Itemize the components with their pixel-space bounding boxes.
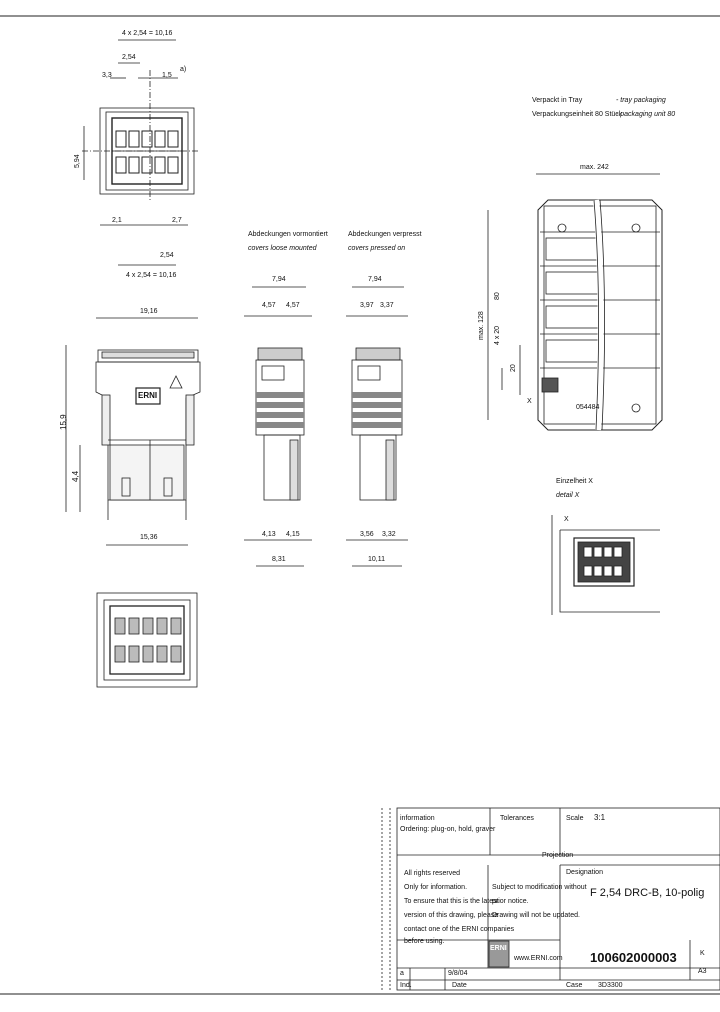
tb-case-value: 3D3300 [598,982,623,989]
tb-tolerances: Tolerances [500,815,534,822]
unmounted-dim-left: 4,57 [262,302,276,309]
front-dim-pitch: 2,54 [160,252,174,259]
tb-designation: F 2,54 DRC-B, 10-polig [590,887,705,899]
front-dim-total: 4 x 2,54 = 10,16 [126,272,177,279]
tb-rev-idx: Ind. [400,982,412,989]
tray-view [487,173,663,431]
bottom-view [96,592,198,688]
pressed-dim-b-total: 10,11 [368,556,385,563]
top-dim-bottom-left: 2,1 [112,217,122,224]
top-dim-height: 5,94 [74,154,81,168]
top-dim-total: 4 x 2,54 = 10,16 [122,30,173,37]
pressed-title-de: Abdeckungen verpresst [348,231,422,238]
front-view [65,264,201,546]
tb-case-label: Case [566,982,583,989]
front-dim-height: 15,9 [59,414,68,430]
tb-rev-date: 9/8/04 [448,970,468,977]
tb-part-number: 100602000003 [590,950,677,965]
unmounted-dim-b-total: 8,31 [272,556,286,563]
side-view-unmounted [244,286,312,567]
tb-sheet-a: A3 [698,968,707,975]
unmounted-title-en: covers loose mounted [248,245,317,252]
tb-website: www.ERNI.com [514,955,563,962]
unmounted-title-de: Abdeckungen vormontiert [248,231,328,238]
front-dim-bottom: 15,36 [140,534,158,541]
tray-pack-en-1: - tray packaging [616,97,666,104]
unmounted-dim-b-left: 4,13 [262,531,276,538]
pressed-dim-right: 3,37 [380,302,394,309]
tray-dim-rows: 4 x 20 [494,325,501,345]
tb-subject-2: prior notice. [492,898,529,905]
top-dim-pitch: 2,54 [122,54,136,61]
tray-pack-de-1: Verpackt in Tray [532,97,583,104]
tb-subject-1: Subject to modification without [492,884,587,891]
tray-pack-en-2: - packaging unit 80 [616,111,676,118]
top-label-a: a) [180,66,187,73]
tb-projection: Projection [542,852,574,859]
tb-sheet-k: K [700,950,705,957]
detail-x-view [551,515,660,615]
tray-label-x: X [527,398,532,405]
pressed-dim-top: 7,94 [368,276,382,283]
tb-rights-3: To ensure that this is the latest [404,898,499,905]
detail-title-en: detail X [556,492,580,499]
tb-subject-3: Drawing will not be updated. [492,912,580,919]
title-block [381,807,720,991]
detail-title-de: Einzelheit X [556,478,593,485]
tray-dim-max-height: max. 128 [478,311,485,340]
detail-label-x: X [564,516,569,523]
tb-rights-4: version of this drawing, please [404,912,499,919]
side-view-pressed [346,286,408,567]
tb-rights-5: contact one of the ERNI companies [404,926,515,933]
tb-ordering: Ordering: plug-on, hold, graver [400,826,496,833]
unmounted-dim-b-right: 4,15 [286,531,300,538]
tray-dim-20: 20 [510,364,517,372]
tb-rev-a: a [400,970,404,977]
front-dim-width: 19,16 [140,308,158,315]
tray-dim-max-width: max. 242 [580,164,609,171]
tb-designation-label: Designation [566,869,603,876]
tb-rights-6: before using. [404,938,445,945]
front-dim-lower: 4,4 [71,470,80,482]
unmounted-dim-right: 4,57 [286,302,300,309]
tray-pack-de-2: Verpackungseinheit 80 Stück [532,111,623,118]
tb-logo: ERNI [490,945,507,952]
pressed-title-en: covers pressed on [348,245,406,252]
tb-scale-value: 3:1 [594,813,606,822]
top-view [82,39,200,226]
tray-part-label: 054484 [576,404,600,411]
pressed-dim-left: 3,97 [360,302,374,309]
pressed-dim-b-right: 3,32 [382,531,396,538]
tb-rights-2: Only for information. [404,884,468,891]
pressed-dim-b-left: 3,56 [360,531,374,538]
tb-information: information [400,815,435,822]
tb-date-label: Date [452,982,467,989]
top-dim-right: 1,5 [162,72,172,79]
tb-rights-1: All rights reserved [404,870,461,877]
tray-dim-80: 80 [494,292,501,300]
unmounted-dim-top: 7,94 [272,276,286,283]
top-dim-bottom-right: 2,7 [172,217,182,224]
top-dim-left: 3,3 [102,72,112,79]
front-logo: ERNI [138,391,158,400]
tb-scale-label: Scale [566,815,584,822]
